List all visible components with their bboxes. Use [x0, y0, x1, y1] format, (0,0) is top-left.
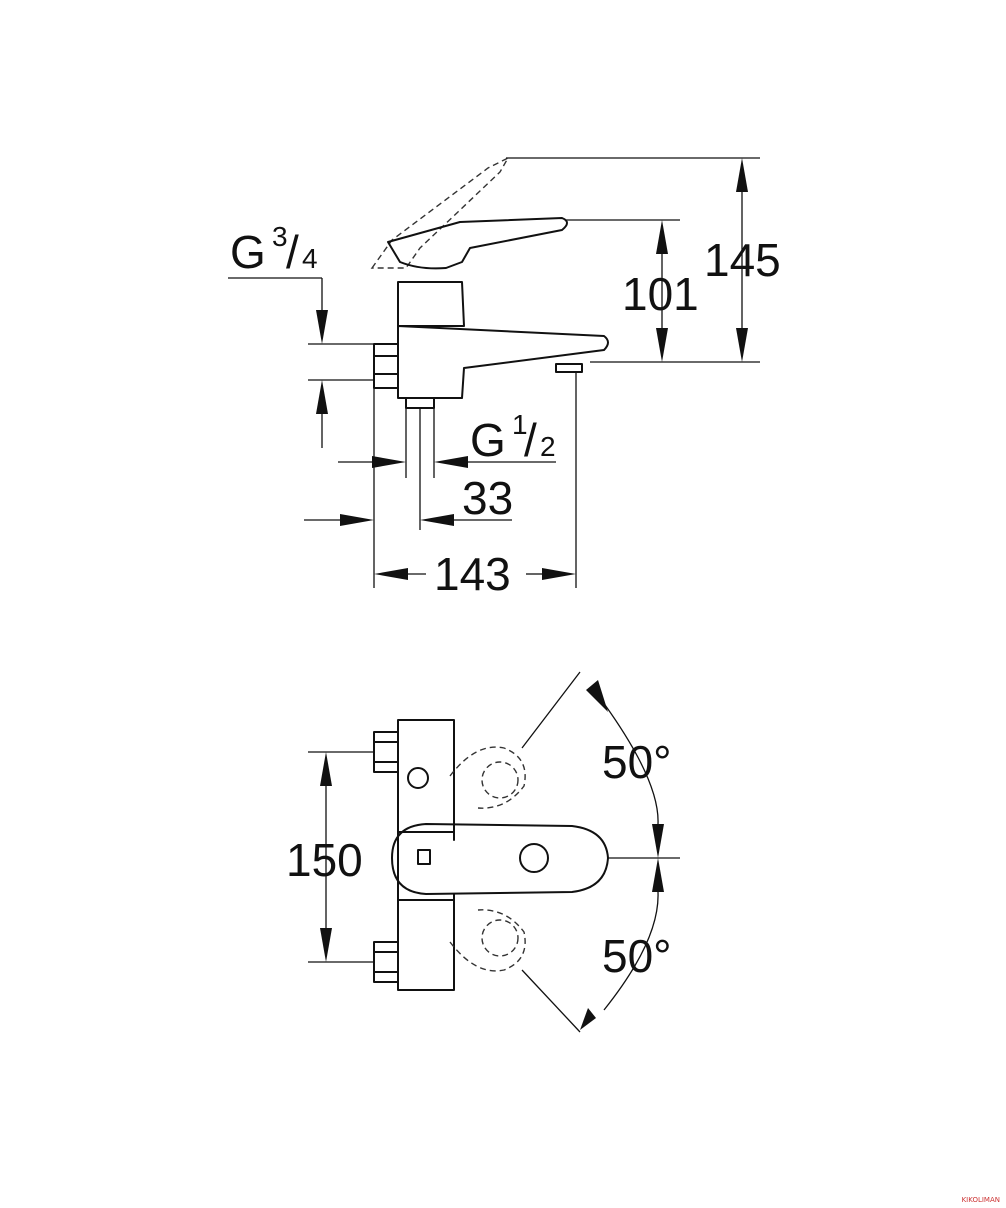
connection-sup: 3 [272, 221, 288, 252]
dim-145: 145 [704, 234, 781, 286]
side-view: G 3 / 4 G 1 / 2 33 143 101 145 [228, 156, 781, 600]
lever-indicator [417, 849, 431, 865]
connector-nut-top [373, 731, 399, 773]
outlet-sup: 1 [512, 409, 528, 440]
angle-upper: 50° [602, 736, 672, 788]
dim-150: 150 [286, 834, 363, 886]
connection-sub: 4 [302, 243, 318, 274]
connector-nut-bottom [373, 941, 399, 983]
lever-handle [387, 217, 568, 270]
top-view: 150 50° 50° [286, 671, 680, 1033]
connection-label: G [230, 226, 266, 278]
outlet-sub: 2 [540, 431, 556, 462]
mounting-body [397, 719, 455, 991]
aerator [555, 363, 583, 373]
dim-101: 101 [622, 268, 699, 320]
fraction-slash: / [524, 414, 537, 466]
angle-lower: 50° [602, 930, 672, 982]
wall-connector-nut [373, 343, 399, 389]
watermark-text: KIKOLIMAN [961, 1196, 1000, 1204]
lever-top [391, 823, 609, 895]
lever-raised-outline [370, 156, 510, 269]
outlet-label: G [470, 414, 506, 466]
dim-33: 33 [462, 472, 513, 524]
lever-knob [519, 843, 549, 873]
fraction-slash: / [286, 226, 299, 278]
dim-143: 143 [434, 548, 511, 600]
faucet-body [397, 281, 465, 327]
diverter-button [407, 767, 429, 789]
outlet-nozzle [405, 397, 435, 409]
faucet-spout [397, 325, 609, 399]
